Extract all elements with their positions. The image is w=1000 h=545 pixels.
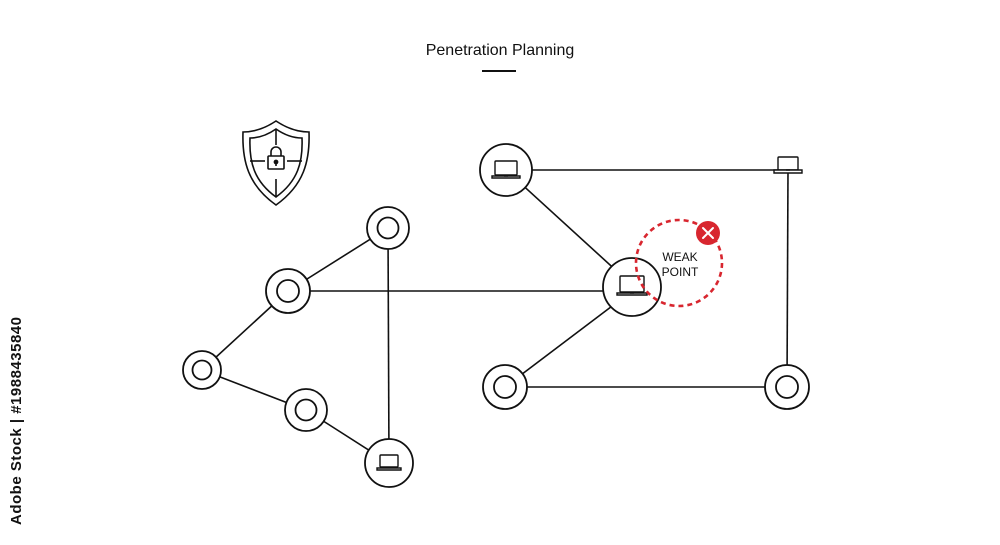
network-node — [764, 364, 810, 410]
laptop-icon — [491, 160, 521, 179]
network-node — [284, 388, 328, 432]
laptop-icon — [376, 454, 402, 471]
laptop-node — [479, 143, 533, 197]
network-node — [366, 206, 410, 250]
title-underline — [482, 70, 516, 72]
laptop-icon — [616, 275, 648, 296]
alert-x-icon — [696, 221, 720, 245]
network-node — [265, 268, 311, 314]
weak-point-line2: POINT — [661, 265, 699, 279]
network-node — [482, 364, 528, 410]
laptop-node — [364, 438, 414, 488]
weak-point-label: WEAK POINT — [651, 250, 709, 280]
weak-point-ring — [634, 218, 724, 308]
network-node — [182, 350, 222, 390]
weak-point-line1: WEAK — [662, 250, 698, 264]
laptop-icon-standalone — [773, 156, 803, 174]
laptop-node-weak — [602, 257, 662, 317]
link-f-laptop-right — [786, 169, 789, 388]
link-b-laptop — [387, 227, 390, 464]
stock-id-label: Adobe Stock | #1988435840 — [8, 316, 25, 525]
diagram-title: Penetration Planning — [425, 42, 575, 59]
shield-lock-icon — [242, 120, 310, 206]
